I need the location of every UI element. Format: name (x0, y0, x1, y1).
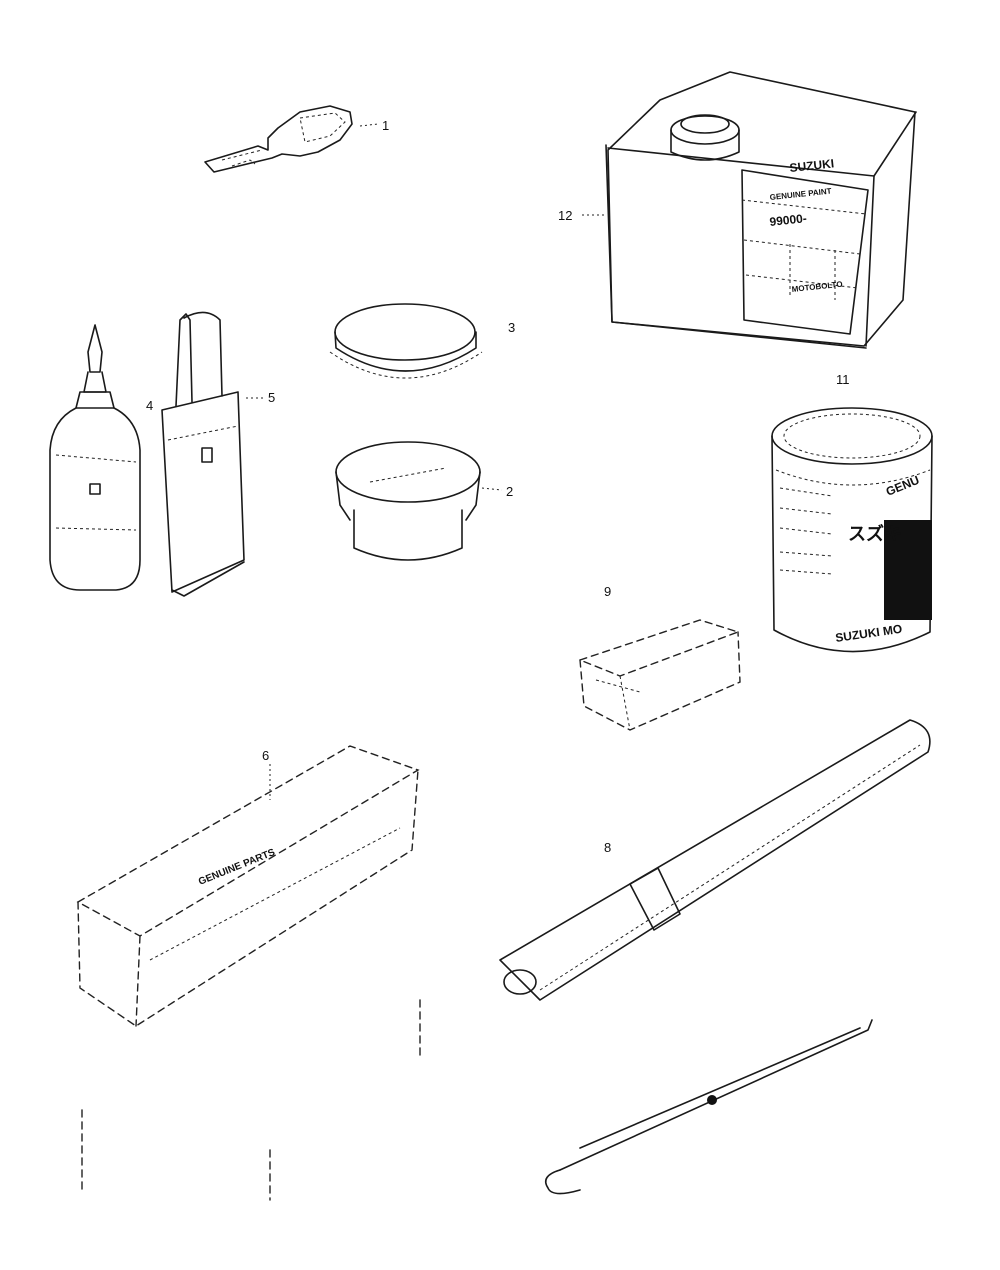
callout-4: 4 (146, 398, 153, 413)
callout-6: 6 (262, 748, 269, 763)
callout-3: 3 (508, 320, 515, 335)
part-cap-2 (335, 441, 481, 561)
can-genuine: GENU (884, 473, 921, 499)
part-box-6: GENUINE PARTS (76, 745, 420, 1027)
can-brand: SUZUKI MO (834, 622, 903, 645)
tin-part-no: 99000- (769, 211, 808, 229)
part-bottle-4 (49, 324, 141, 591)
box-label: GENUINE PARTS (197, 847, 277, 888)
tin-brand: SUZUKI (789, 156, 835, 175)
part-box-lower (81, 999, 421, 1201)
part-tube-5 (161, 311, 245, 597)
callout-9: 9 (604, 584, 611, 599)
part-paint-tin-12: SUZUKI GENUINE PAINT 99000- MOTOBOLTO (605, 71, 917, 349)
tin-line: GENUINE PAINT (769, 187, 832, 202)
callout-5: 5 (268, 390, 275, 405)
part-pump-8 (499, 719, 931, 1001)
part-box-9 (577, 619, 741, 731)
part-paint-can-11: GENU スズキ SUZUKI MO (771, 407, 933, 653)
part-key-1 (204, 105, 353, 173)
callout-11: 11 (836, 372, 850, 387)
callout-2: 2 (506, 484, 513, 499)
part-cap-3 (329, 303, 483, 379)
callout-8: 8 (604, 840, 611, 855)
part-tire-lever (544, 1019, 873, 1195)
tin-maker: MOTOBOLTO (791, 280, 843, 294)
callout-1: 1 (382, 118, 389, 133)
can-katakana: スズキ (848, 523, 902, 544)
callout-12: 12 (558, 208, 572, 223)
